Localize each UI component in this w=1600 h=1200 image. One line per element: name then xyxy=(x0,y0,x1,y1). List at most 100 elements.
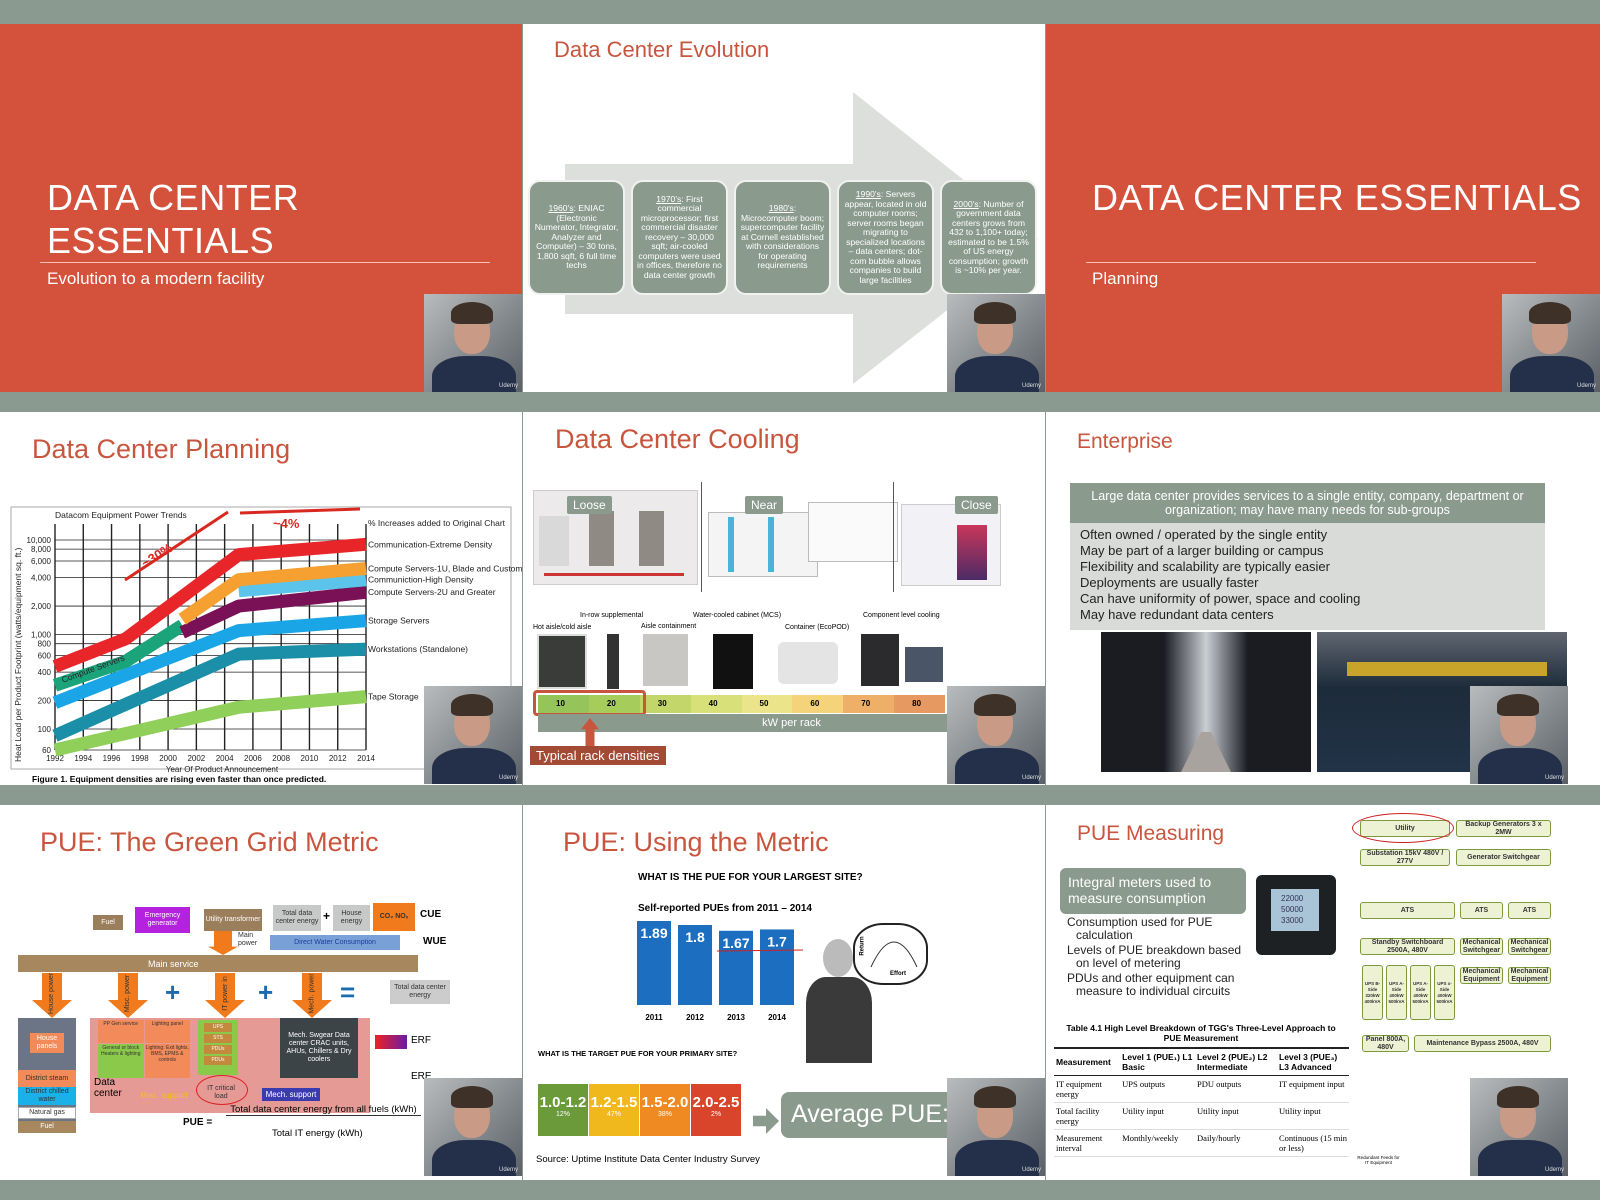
integral-meters-box: Integral meters used to measure consumpt… xyxy=(1060,868,1246,914)
info-box: Large data center provides services to a… xyxy=(1070,483,1545,630)
slide-title-evolution[interactable]: DATA CENTER ESSENTIALS Evolution to a mo… xyxy=(0,24,522,392)
webcam-watermark: Udemy xyxy=(1021,383,1041,389)
slide-title: PUE Measuring xyxy=(1077,822,1225,845)
it-item: PDUs xyxy=(204,1056,232,1065)
webcam-video: Udemy xyxy=(947,686,1045,784)
table-cell: PDU outputs xyxy=(1195,1075,1277,1103)
diagram-node-mswg: Mechanical Switchgear xyxy=(1508,938,1551,955)
annotation-circle xyxy=(1352,813,1454,843)
series-label: Workstations (Standalone) xyxy=(368,644,468,654)
diagram-node-ats: ATS xyxy=(1508,902,1551,919)
series-label: Compute Servers-1U, Blade and Custom xyxy=(368,563,522,573)
slide-title: PUE: The Green Grid Metric xyxy=(40,827,379,857)
diagram-node-panel: Panel 800A, 480V xyxy=(1362,1035,1409,1052)
y-tick: 4,000 xyxy=(31,574,52,583)
method-label: Water-cooled cabinet (MCS) xyxy=(693,612,782,619)
kw-scale-tick: 20 xyxy=(588,695,640,713)
method-label: Hot aisle/cold aisle xyxy=(533,624,592,631)
range-percent: 2% xyxy=(710,1111,722,1118)
annotation-line xyxy=(716,949,803,952)
slide-title: DATA CENTER ESSENTIALS xyxy=(47,177,300,261)
timeline-item: 2000's: Number of government data center… xyxy=(940,180,1037,295)
webcam-video: Udemy xyxy=(947,1078,1045,1176)
timeline-item: 1990's: Servers appear, located in old c… xyxy=(837,180,934,295)
x-tick: 2012 xyxy=(329,754,347,763)
webcam-watermark: Udemy xyxy=(1021,775,1041,781)
annotation-note: % Increases added to Original Chart xyxy=(368,518,506,528)
x-tick: 2002 xyxy=(187,754,205,763)
webcam-video: Udemy xyxy=(424,1078,522,1176)
diagram-node-ats: ATS xyxy=(1360,902,1455,919)
pue-numerator: Total data center energy from all fuels … xyxy=(226,1105,421,1116)
pue-bar-year: 2011 xyxy=(645,1013,663,1022)
fuel-box-2: Fuel xyxy=(18,1121,76,1133)
diagram-node-ups: UPS B-Side 320kW 400kVA xyxy=(1362,965,1383,1020)
kw-scale-tick: 40 xyxy=(690,695,742,713)
range-value: 1.0-1.2 xyxy=(539,1094,587,1111)
main-power-arrow xyxy=(208,931,238,955)
hot-cold-aisle-image xyxy=(537,634,587,689)
pue-formula-label: PUE = xyxy=(183,1117,213,1128)
data-center-label: Data center xyxy=(94,1077,122,1099)
district-steam: District steam xyxy=(18,1070,76,1087)
slide-title: Data Center Planning xyxy=(32,434,291,464)
misc-item: PP Gen service xyxy=(98,1020,144,1043)
series-band xyxy=(178,561,367,625)
power-meter-image: 22000 50000 33000 xyxy=(1256,875,1336,955)
bullet-item: Can have uniformity of power, space and … xyxy=(1080,591,1361,606)
divider xyxy=(1086,262,1536,263)
ere-label: ERE xyxy=(411,1071,432,1082)
y-tick: 10,000 xyxy=(27,536,52,545)
method-label: In-row supplemental xyxy=(580,612,644,619)
diagram-node-bypass: Maintenance Bypass 2500A, 480V xyxy=(1414,1035,1551,1052)
range-percent: 47% xyxy=(606,1111,621,1118)
y-tick: 100 xyxy=(38,725,52,734)
house-panels: House panels xyxy=(30,1033,64,1053)
timeline-text: : Microcomputer boom; supercomputer faci… xyxy=(740,203,825,271)
slide-title: Enterprise xyxy=(1077,430,1173,453)
table-cell: Utility input xyxy=(1120,1102,1196,1130)
y-tick: 800 xyxy=(38,640,52,649)
series-label: Tape Storage xyxy=(368,692,419,702)
table-cell: Continuous (15 min or less) xyxy=(1277,1129,1349,1157)
x-tick: 1992 xyxy=(46,754,64,763)
pue-bar xyxy=(637,921,671,1005)
plus-icon: + xyxy=(323,909,331,923)
range-percent: 12% xyxy=(555,1111,570,1118)
slide-cooling[interactable]: Data Center Cooling Loose Near Close Hot… xyxy=(523,412,1045,785)
erf-arrow-icon xyxy=(375,1035,407,1049)
table-header: Level 2 (PUE₂) L2 Intermediate xyxy=(1195,1048,1277,1076)
diagram-node-meq: Mechanical Equipment xyxy=(1508,967,1551,984)
table-cell: Utility input xyxy=(1195,1102,1277,1130)
pue-bar-year: 2014 xyxy=(768,1013,786,1022)
webcam-video: Udemy xyxy=(424,294,522,392)
slide-subtitle: Planning xyxy=(1092,269,1159,288)
webcam-video: Udemy xyxy=(1470,686,1568,784)
axis-effort: Effort xyxy=(890,971,906,977)
near-cooling-image xyxy=(708,502,903,577)
kw-scale-tick: 50 xyxy=(741,695,793,713)
callout-close: Close xyxy=(955,496,998,514)
timeline-item: 1960's: ENIAC (Electronic Numerator, Int… xyxy=(528,180,625,295)
series-band xyxy=(238,573,367,598)
kw-scale-tick: 10 xyxy=(538,695,589,713)
power-arrow-label: Misc. power xyxy=(124,974,132,1012)
webcam-watermark: Udemy xyxy=(498,775,518,781)
table-header: Level 3 (PUE₃) L3 Advanced xyxy=(1277,1048,1349,1076)
y-tick: 600 xyxy=(38,651,52,660)
pue-bar-value: 1.7 xyxy=(767,933,787,949)
container-image xyxy=(778,642,838,684)
slide-pue-measuring[interactable]: PUE Measuring Integral meters used to me… xyxy=(1046,805,1600,1180)
table-cell: IT equipment energy xyxy=(1054,1075,1121,1103)
bullet-item: Consumption used for PUE calculation xyxy=(1067,915,1213,942)
webcam-watermark: Udemy xyxy=(498,383,518,389)
trend-arrow xyxy=(124,510,229,582)
question-target: WHAT IS THE TARGET PUE FOR YOUR PRIMARY … xyxy=(538,1049,738,1058)
pue-bar-year: 2013 xyxy=(727,1013,745,1022)
table-cell: Monthly/weekly xyxy=(1120,1129,1196,1157)
question-largest: WHAT IS THE PUE FOR YOUR LARGEST SITE? xyxy=(638,872,863,883)
webcam-watermark: Udemy xyxy=(1544,1167,1564,1173)
